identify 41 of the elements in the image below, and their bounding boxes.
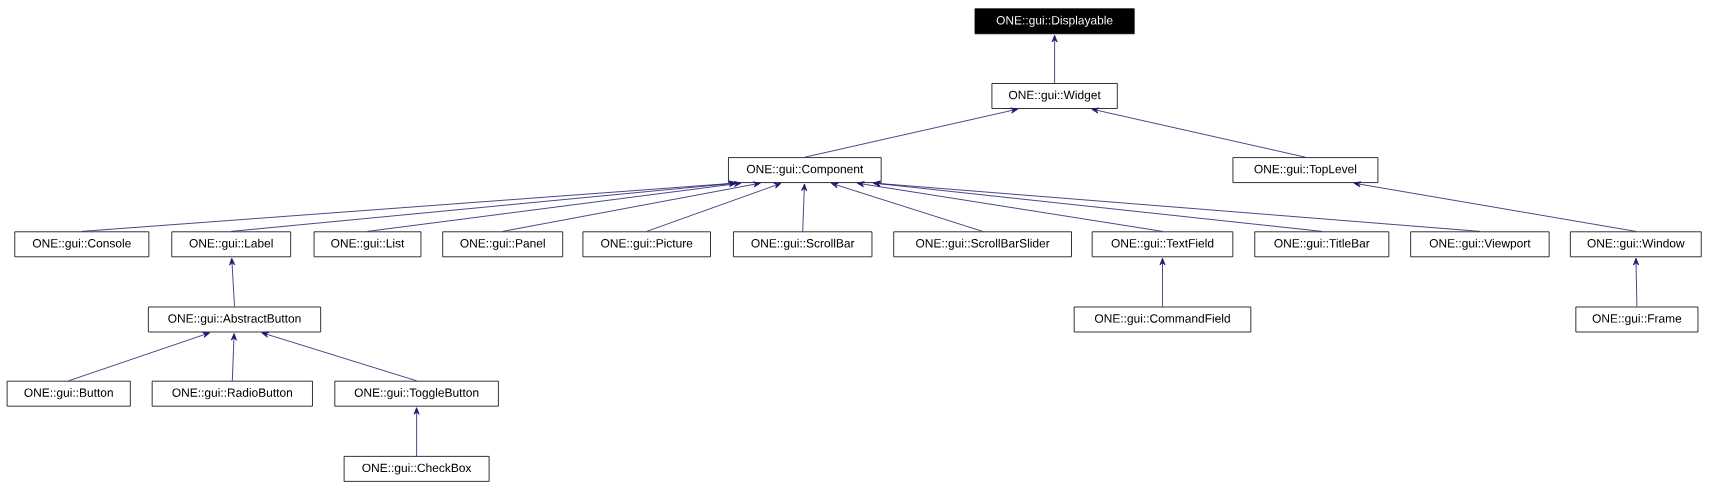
class-box: ONE::gui::TitleBar — [1254, 231, 1390, 258]
highlighted-class-box: ONE::gui::Displayable — [974, 8, 1135, 35]
class-box: ONE::gui::Button — [6, 380, 131, 407]
class-box: ONE::gui::CheckBox — [343, 456, 490, 482]
arrow — [873, 180, 1481, 232]
class-box: ONE::gui::RadioButton — [151, 380, 313, 407]
class-box: ONE::gui::CommandField — [1073, 306, 1252, 333]
class-box: ONE::gui::ScrollBarSlider — [893, 231, 1072, 258]
class-box: ONE::gui::ToggleButton — [334, 380, 499, 407]
class-box: ONE::gui::Console — [14, 231, 150, 258]
arrow — [502, 181, 761, 232]
class-box: ONE::gui::Component — [728, 157, 882, 183]
class-box: ONE::gui::ScrollBar — [733, 231, 873, 258]
arrow — [804, 107, 1019, 158]
arrow — [367, 181, 742, 232]
class-box: ONE::gui::Panel — [442, 231, 564, 258]
class-box: ONE::gui::AbstractButton — [147, 306, 322, 333]
arrow — [1633, 257, 1640, 307]
arrow — [856, 181, 1163, 232]
class-box: ONE::gui::Viewport — [1410, 231, 1550, 258]
arrow — [230, 333, 237, 382]
class-box: ONE::gui::Widget — [991, 83, 1118, 109]
arrow — [230, 180, 737, 232]
arrow — [261, 331, 417, 382]
class-box: ONE::gui::Frame — [1575, 306, 1699, 333]
class-box: ONE::gui::Window — [1569, 231, 1702, 258]
class-box: ONE::gui::TextField — [1091, 231, 1234, 258]
arrow — [801, 183, 808, 232]
arrow — [229, 257, 236, 307]
class-box: ONE::gui::Label — [171, 231, 292, 258]
arrow — [68, 332, 211, 382]
class-box: ONE::gui::List — [313, 231, 422, 258]
arrow — [646, 182, 782, 232]
arrow — [1353, 181, 1637, 232]
arrow — [1091, 107, 1306, 158]
arrow — [1159, 257, 1166, 307]
arrow — [1051, 34, 1058, 84]
arrow — [413, 407, 420, 457]
arrow — [830, 182, 983, 232]
class-box: ONE::gui::TopLevel — [1232, 157, 1379, 183]
class-box: ONE::gui::Picture — [582, 231, 711, 258]
